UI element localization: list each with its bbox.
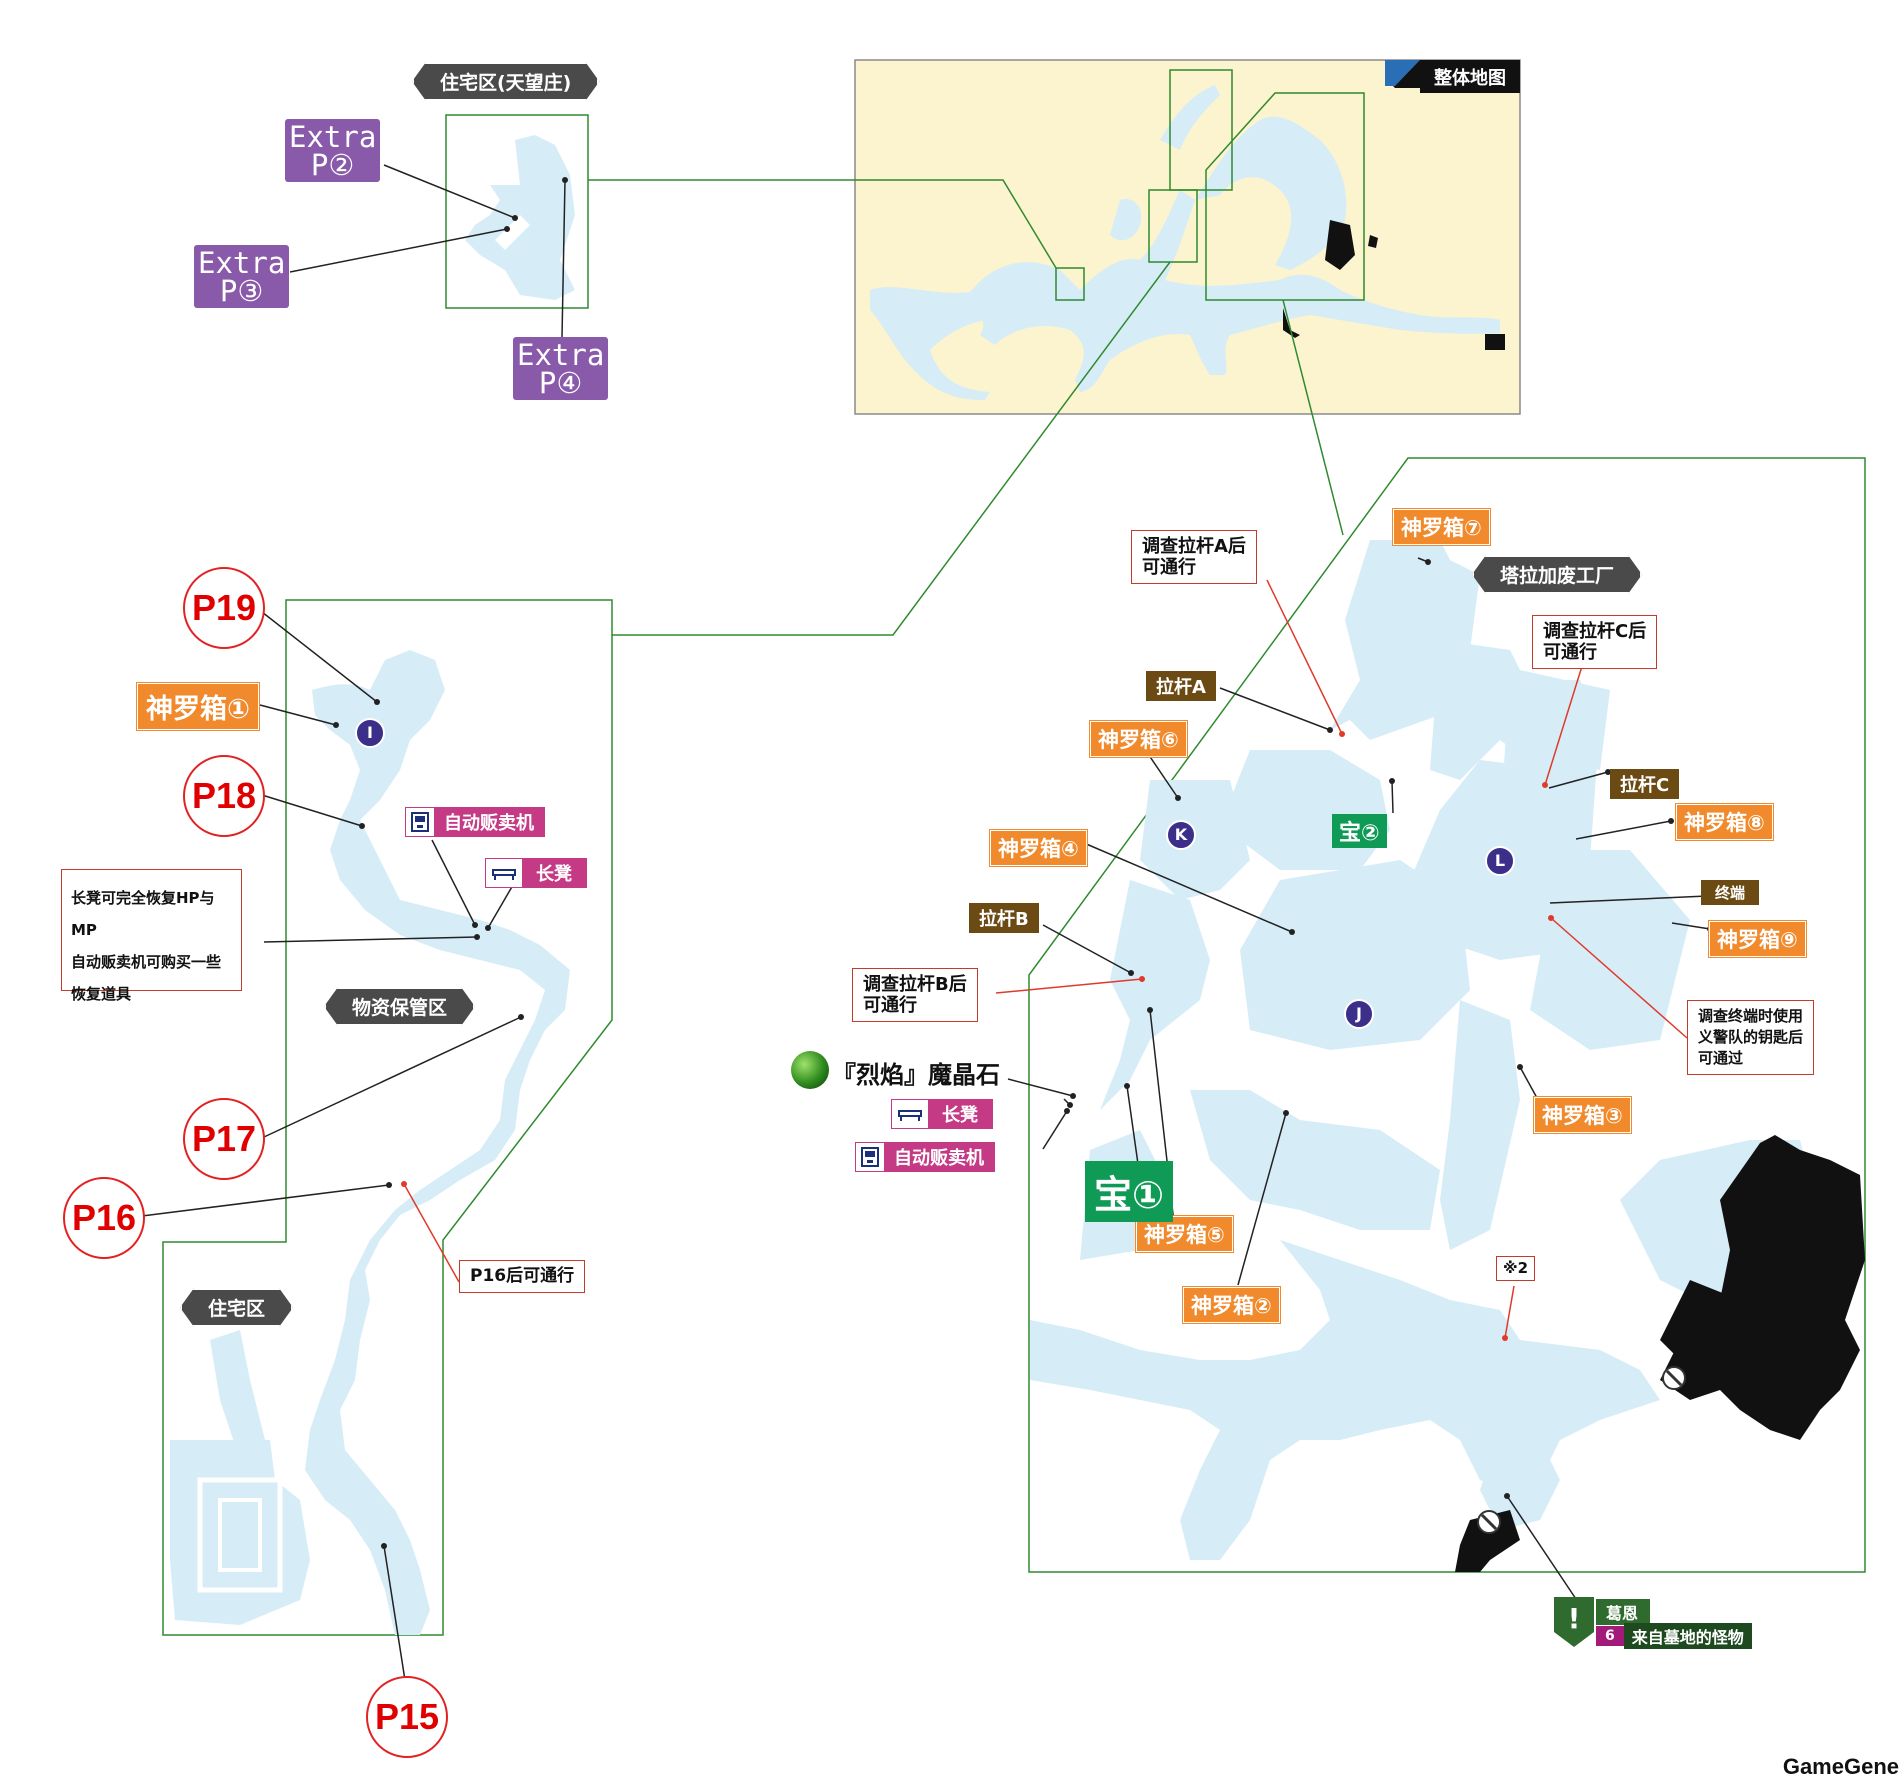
blocked-route-icon [1477, 1510, 1501, 1534]
shinra-box-6: 神罗箱⑥ [1089, 720, 1188, 758]
note-line: 长凳可完全恢复HP与MP [71, 889, 215, 939]
bench-label: 长凳 [928, 1100, 992, 1128]
shinra-box-3: 神罗箱③ [1533, 1096, 1632, 1134]
area-label-tara-factory: 塔拉加废工厂 [1472, 555, 1642, 594]
extra-line1: Extra [517, 338, 605, 372]
note-ref-2: ※2 [1496, 1256, 1536, 1281]
note-lever-c: 调查拉杆C后 可通行 [1532, 615, 1658, 669]
extra-line2: P② [310, 148, 355, 182]
note-line: 调查拉杆B后 [863, 974, 967, 995]
shinra-box-8: 神罗箱⑧ [1675, 803, 1774, 841]
extra-line1: Extra [198, 246, 286, 280]
quest-title: 葛恩 [1596, 1599, 1651, 1625]
shinra-box-4: 神罗箱④ [989, 829, 1088, 867]
note-terminal-key: 调查终端时使用 义警队的钥匙后 可通过 [1687, 1000, 1815, 1075]
area-label-residential: 住宅区 [180, 1288, 293, 1327]
bench-label: 长凳 [522, 859, 586, 887]
note-lever-a: 调查拉杆A后 可通行 [1131, 530, 1257, 584]
bench-tag: 长凳 [485, 858, 587, 888]
vending-machine-label: 自动贩卖机 [434, 808, 544, 836]
area-label-supply-storage: 物资保管区 [324, 987, 475, 1026]
materia-icon [791, 1051, 829, 1089]
extra-line1: Extra [289, 120, 377, 154]
terminal: 终端 [1701, 880, 1760, 905]
treasure-1: 宝① [1085, 1161, 1174, 1222]
quest-exclamation: ! [1567, 1602, 1581, 1635]
note-line: 调查终端时使用 [1698, 1007, 1804, 1025]
page-ref-p15[interactable]: P15 [366, 1676, 448, 1758]
vending-machine-tag: 自动贩卖机 [855, 1142, 995, 1172]
shinra-box-5: 神罗箱⑤ [1135, 1215, 1234, 1253]
shinra-box-9: 神罗箱⑨ [1708, 920, 1807, 958]
leader-lines [141, 164, 1711, 1694]
watermark: GameGene [1782, 1754, 1899, 1779]
note-line: 可通行 [1543, 642, 1597, 663]
lever-c: 拉杆C [1610, 769, 1680, 799]
quest-info: 6 来自墓地的怪物 [1596, 1623, 1752, 1649]
page-ref-p17[interactable]: P17 [183, 1098, 265, 1180]
note-line: 调查拉杆A后 [1142, 536, 1246, 557]
overview-map-label: 整体地图 [1420, 61, 1520, 93]
area-residential-tenbozhuang [445, 114, 589, 309]
room-letter-k: K [1166, 820, 1196, 850]
vending-machine-tag: 自动贩卖机 [405, 807, 545, 837]
connector-lines [588, 179, 1344, 636]
red-dots [401, 731, 1554, 1341]
quest-name: 来自墓地的怪物 [1623, 1623, 1752, 1649]
note-line: 可通行 [1142, 557, 1196, 578]
lever-b: 拉杆B [969, 903, 1039, 933]
page-ref-p19[interactable]: P19 [183, 567, 265, 649]
bench-tag: 长凳 [891, 1099, 993, 1129]
bench-icon [892, 1100, 928, 1128]
note-line: 义警队的钥匙后 [1698, 1028, 1804, 1046]
shinra-box-1: 神罗箱① [136, 682, 260, 731]
quest-number: 6 [1596, 1626, 1624, 1646]
note-after-p16: P16后可通行 [459, 1260, 586, 1293]
room-letter-j: J [1344, 999, 1374, 1029]
shinra-box-7: 神罗箱⑦ [1392, 508, 1491, 546]
lever-a: 拉杆A [1146, 671, 1216, 701]
extra-p4-badge[interactable]: Extra P④ [513, 337, 609, 400]
extra-line2: P③ [219, 274, 264, 308]
extra-line2: P④ [538, 366, 583, 400]
leader-dots [333, 177, 1713, 1549]
note-bench-vending: 长凳可完全恢复HP与MP 自动贩卖机可购买一些 恢复道具 [61, 869, 242, 1003]
vending-machine-label: 自动贩卖机 [884, 1143, 994, 1171]
red-leader-lines [403, 579, 1688, 1339]
materia-label: 『烈焰』魔晶石 [832, 1061, 1000, 1089]
note-line: 可通行 [863, 995, 917, 1016]
note-line: 恢复道具 [71, 985, 132, 1003]
bench-icon [486, 859, 522, 887]
room-letter-i: I [355, 718, 385, 748]
blocked-route-icon [1662, 1366, 1686, 1390]
extra-p3-badge[interactable]: Extra P③ [194, 245, 290, 308]
page-ref-p18[interactable]: P18 [183, 755, 265, 837]
overview-map [854, 59, 1521, 415]
room-letter-l: L [1485, 846, 1515, 876]
page-ref-p16[interactable]: P16 [63, 1177, 145, 1259]
note-line: 调查拉杆C后 [1543, 621, 1647, 642]
area-tara-factory [1028, 457, 1866, 1573]
area-label-residential-tenbozhuang: 住宅区(天望庄) [412, 62, 599, 101]
extra-p2-badge[interactable]: Extra P② [285, 119, 381, 182]
area-storage-and-residential [162, 599, 613, 1636]
shinra-box-2: 神罗箱② [1182, 1286, 1281, 1324]
note-line: 自动贩卖机可购买一些 [71, 953, 222, 971]
note-line: 可通过 [1698, 1049, 1744, 1067]
treasure-2: 宝② [1332, 814, 1387, 848]
note-lever-b: 调查拉杆B后 可通行 [852, 968, 978, 1022]
vending-machine-icon [856, 1143, 884, 1171]
vending-machine-icon [406, 808, 434, 836]
